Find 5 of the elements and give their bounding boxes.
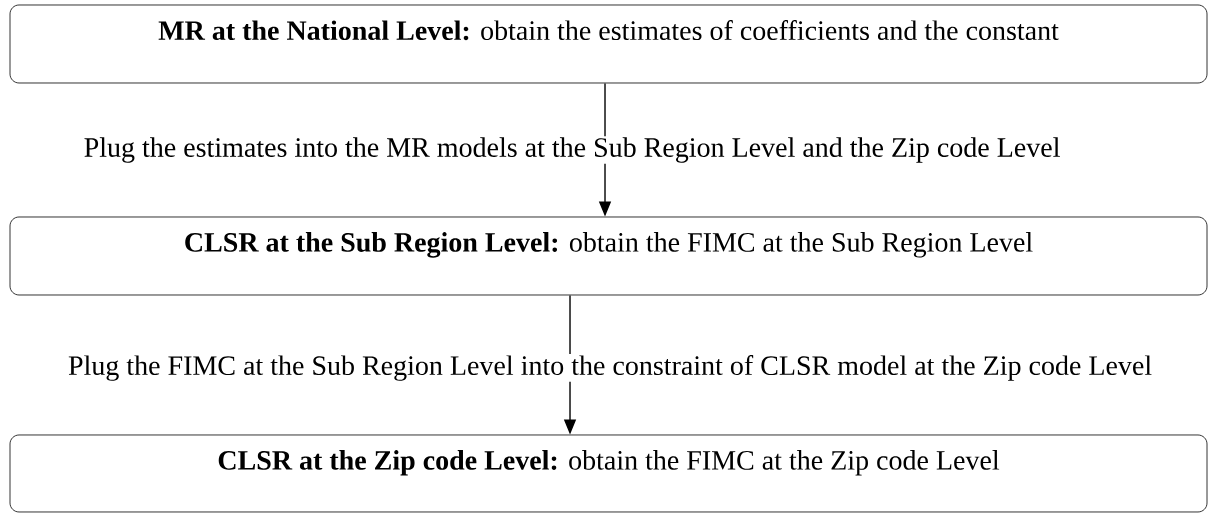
process-box: MR at the National Level: obtain the estimates of coefficients and the constant (9, 4, 1208, 84)
edge-label: Plug the estimates into the MR models at the Sub Region Level and the Zip code Level (82, 136, 1062, 164)
process-box: CLSR at the Zip code Level: obtain the FIMC at the Zip code Level (9, 434, 1208, 513)
edge-label: Plug the FIMC at the Sub Region Level into the constraint of CLSR model at the Zip code Level (67, 354, 1154, 382)
process-box: CLSR at the Sub Region Level: obtain the FIMC at the Sub Region Level (9, 216, 1208, 296)
